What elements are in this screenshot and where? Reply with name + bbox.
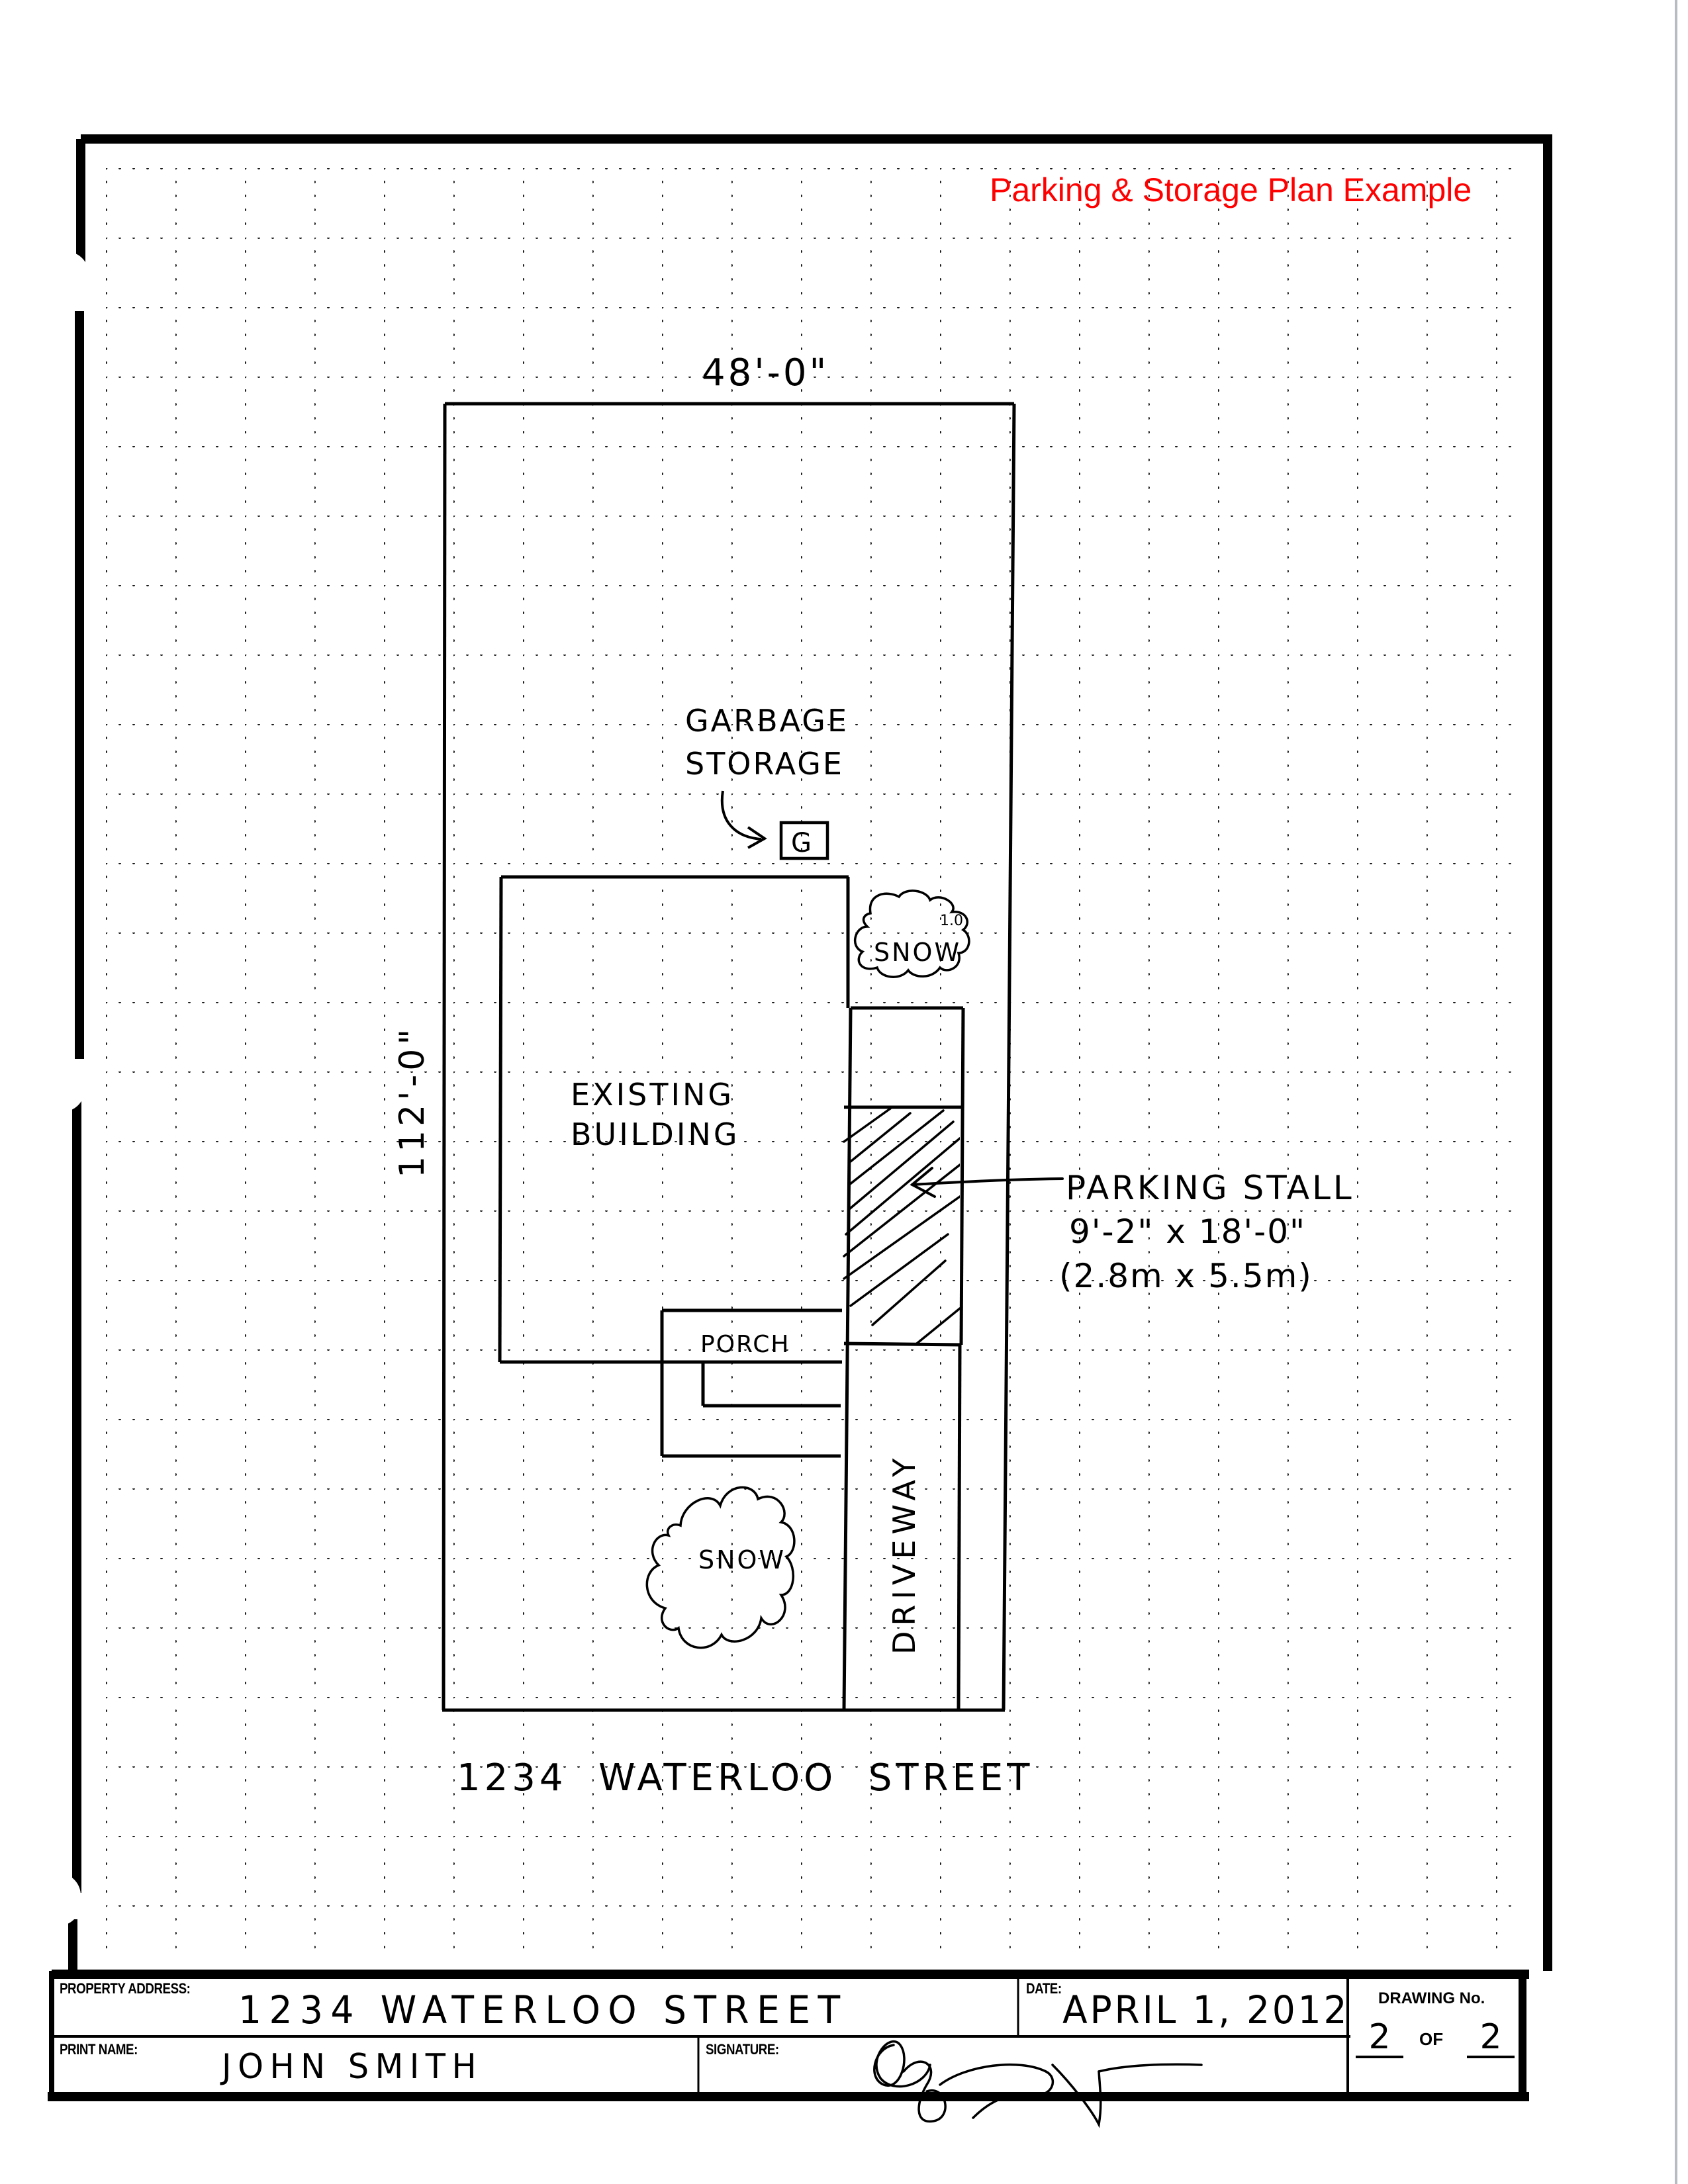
building-label-line1: EXISTING: [571, 1077, 734, 1113]
building-label-line2: BUILDING: [571, 1116, 739, 1152]
snow-label-top: SNOW: [874, 938, 961, 967]
snow-top-note: 1.0: [940, 913, 963, 929]
property-address-value: 1234 WATERLOO STREET: [238, 1987, 848, 2032]
page-title: Parking & Storage Plan Example: [990, 171, 1472, 208]
parking-label-line3: (2.8m x 5.5m): [1059, 1257, 1313, 1295]
snow-label-bottom: SNOW: [698, 1545, 786, 1574]
garbage-label-line1: GARBAGE: [685, 703, 849, 739]
street-label: 1234 WATERLOO STREET: [457, 1756, 1033, 1799]
drawing-number: 2 OF 2: [1356, 2019, 1515, 2058]
garbage-label-line2: STORAGE: [685, 746, 844, 782]
parking-driveway: [842, 1006, 965, 1711]
garbage-storage-box: [720, 790, 829, 860]
drawing-number-current: 2: [1356, 2019, 1403, 2058]
drawing-number-label: DRAWING No.: [1378, 1989, 1485, 2007]
signature-scribble: [873, 2040, 1203, 2128]
snow-pile-top: [854, 889, 970, 978]
parking-label-line1: PARKING STALL: [1066, 1169, 1354, 1207]
parking-leader-arrow: [910, 1167, 1064, 1198]
date-label: DATE:: [1026, 1980, 1062, 1997]
parking-label-line2: 9'-2" x 18'-0": [1069, 1212, 1306, 1251]
lot-boundary: [442, 402, 1016, 1712]
drawing-number-of: OF: [1419, 2029, 1444, 2049]
lot-width-dimension: 48'-0": [702, 351, 829, 394]
title-block: [48, 1970, 1529, 2101]
lot-depth-dimension: 112'-0": [393, 1025, 432, 1178]
signature-label: SIGNATURE:: [706, 2041, 779, 2058]
date-value: APRIL 1, 2012: [1062, 1987, 1350, 2032]
scan-edge-line: [1675, 0, 1677, 2184]
drawing-number-total: 2: [1467, 2019, 1515, 2058]
print-name-label: PRINT NAME:: [60, 2041, 138, 2058]
parking-stall-hatch: [843, 1107, 960, 1343]
print-name-value: JOHN SMITH: [222, 2047, 483, 2087]
driveway-label: DRIVEWAY: [886, 1453, 922, 1655]
porch-label: PORCH: [700, 1331, 790, 1358]
snow-pile-bottom: [645, 1486, 796, 1649]
existing-building: [498, 875, 850, 1364]
porch: [660, 1308, 842, 1458]
garbage-symbol: G: [791, 828, 812, 858]
property-address-label: PROPERTY ADDRESS:: [60, 1980, 191, 1997]
dot-grid: [99, 162, 1523, 1949]
